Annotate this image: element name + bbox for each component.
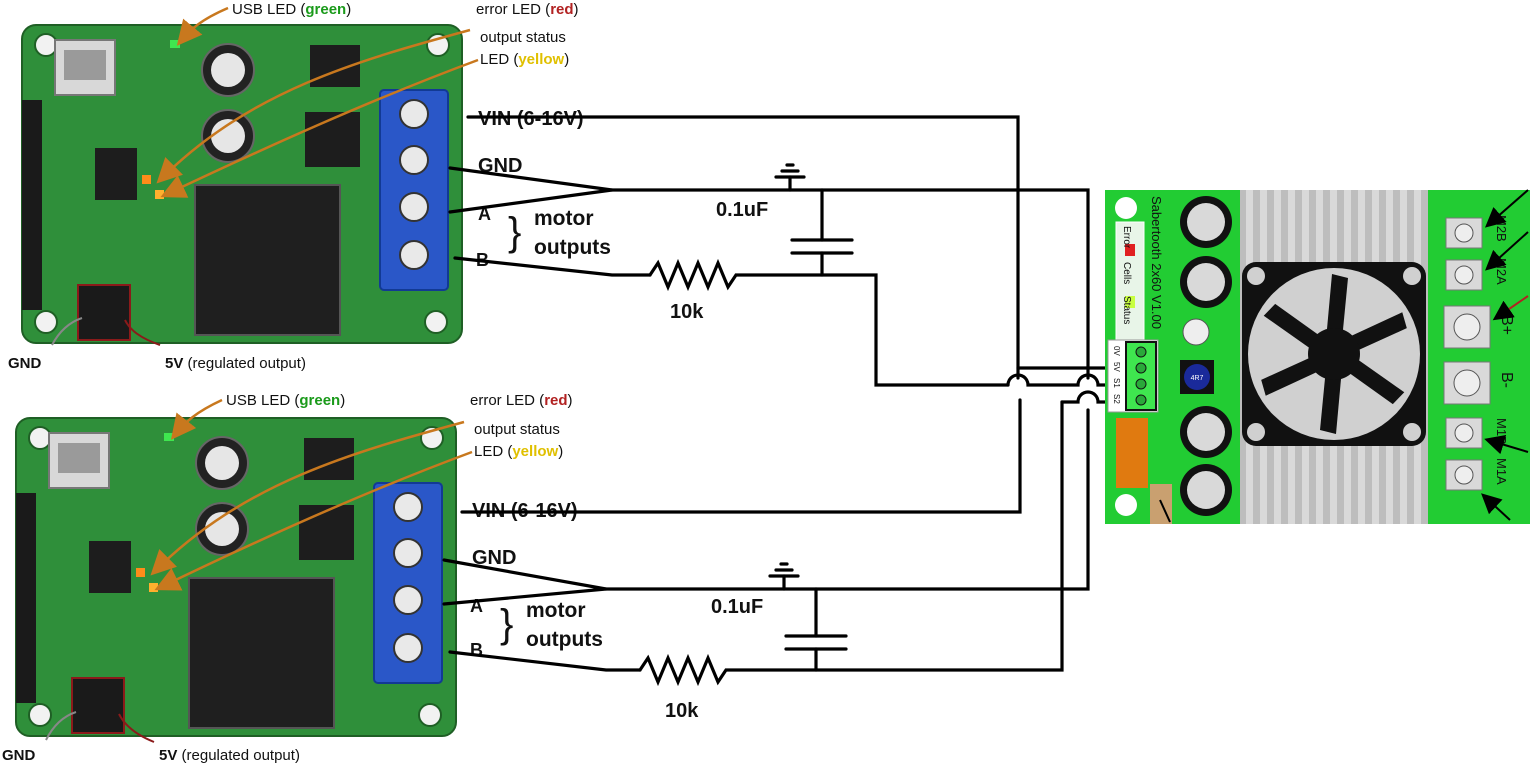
- sabertooth-board: 4R7 Sabertooth 2x60 V1.00 Error Cells St…: [1105, 189, 1530, 524]
- led-status-label: Status: [1121, 296, 1132, 324]
- pin-5v-label: 5V: [1112, 362, 1121, 372]
- led-error-label: Error: [1121, 226, 1132, 249]
- wiring-bottom: [442, 390, 1114, 687]
- terminal-m1b-label: M1B: [1494, 418, 1509, 445]
- resistor-label-bottom: 10k: [665, 700, 699, 722]
- usb-led-label-top: USB LED (green): [232, 1, 351, 18]
- 5v-label-bottom: 5V (regulated output): [159, 747, 300, 764]
- 5v-label-top: 5V (regulated output): [165, 355, 306, 372]
- inductor-code: 4R7: [1191, 375, 1204, 382]
- sabertooth-title: Sabertooth 2x60 V1.00: [1149, 196, 1164, 329]
- motor-label-line1-top: motor: [534, 207, 594, 230]
- brace-top: }: [508, 210, 521, 254]
- capacitor-label-bottom: 0.1uF: [711, 596, 763, 618]
- power-terminals: [1443, 217, 1491, 491]
- pin-0v-label: 0V: [1112, 346, 1121, 356]
- terminal-bplus-label: B+: [1498, 315, 1515, 335]
- motor-label-line2-top: outputs: [534, 236, 611, 259]
- pin-s1-label: S1: [1112, 378, 1121, 388]
- fan-icon: [1261, 274, 1407, 434]
- motor-label-line2-bottom: outputs: [526, 628, 603, 651]
- resistor-label-top: 10k: [670, 301, 704, 323]
- controller-board-bottom: [15, 417, 457, 737]
- controller-board-top: [21, 24, 463, 344]
- pin-s2-label: S2: [1112, 394, 1121, 404]
- error-led-label-top: error LED (red): [476, 1, 579, 18]
- gnd-pin-label-top: GND: [8, 355, 42, 372]
- gnd-terminal-label-top: GND: [478, 155, 522, 177]
- vin-label-top: VIN (6-16V): [478, 108, 584, 130]
- error-led-label-bottom: error LED (red): [470, 392, 573, 409]
- brace-bottom: }: [500, 602, 513, 646]
- status-led-label-line1-bottom: output status: [474, 421, 560, 438]
- status-led-label-line1-top: output status: [480, 29, 566, 46]
- terminal-bminus-label: B-: [1498, 372, 1515, 388]
- gnd-pin-label-bottom: GND: [2, 747, 36, 764]
- terminal-m1a-label: M1A: [1494, 458, 1509, 485]
- terminal-m2a-label: M2A: [1494, 258, 1509, 285]
- usb-led-label-bottom: USB LED (green): [226, 392, 345, 409]
- status-led-label-line2-top: LED (yellow): [480, 51, 569, 68]
- gnd-terminal-label-bottom: GND: [472, 547, 516, 569]
- capacitor-label-top: 0.1uF: [716, 199, 768, 221]
- status-led-label-line2-bottom: LED (yellow): [474, 443, 563, 460]
- wiring-top: [448, 115, 1114, 387]
- motor-label-line1-bottom: motor: [526, 599, 586, 622]
- led-cells-label: Cells: [1121, 262, 1132, 284]
